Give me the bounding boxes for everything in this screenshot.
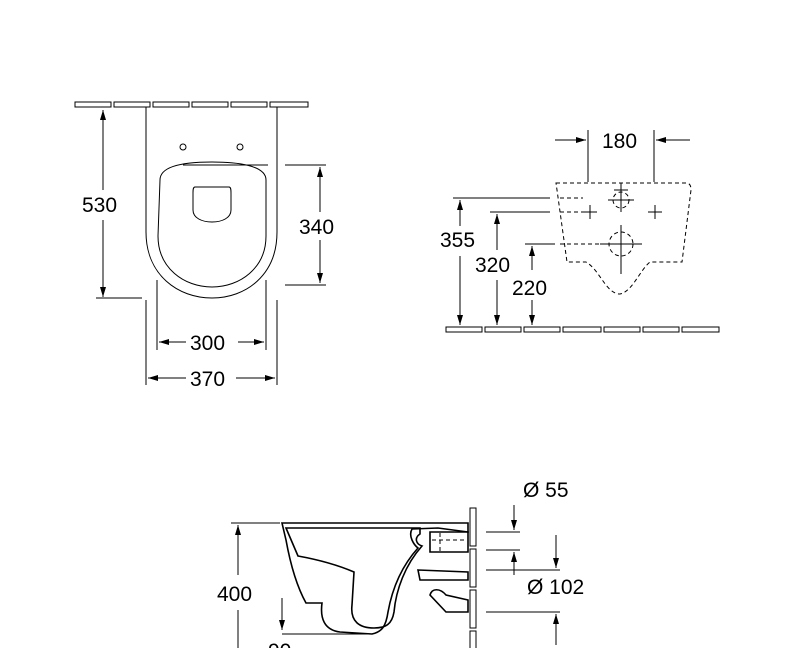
dim-340: 340: [299, 216, 334, 239]
bowl-profile-inner: [284, 527, 424, 629]
wall-tiles-top: [74, 101, 309, 108]
dim-220: 220: [512, 277, 547, 300]
dim-diameter-102: Ø 102: [527, 576, 584, 599]
bowl-opening: [192, 186, 232, 223]
hinge-hole-left: [179, 143, 187, 151]
side-view: Ø 55 Ø 102 400 90: [217, 479, 584, 648]
rear-outline: [555, 182, 692, 295]
dim-530: 530: [82, 194, 117, 217]
dim-320: 320: [475, 254, 510, 277]
dim-355: 355: [440, 229, 475, 252]
hinge-hole-right: [236, 143, 244, 151]
rear-view: 180 355 320 220: [440, 130, 720, 333]
floor-tiles: [445, 326, 720, 333]
toilet-outline-top: [145, 107, 278, 299]
waste-outlet: [429, 588, 469, 613]
seat-ring: [157, 161, 267, 288]
dim-300: 300: [190, 332, 225, 355]
dim-370: 370: [190, 368, 225, 391]
dim-diameter-55: Ø 55: [523, 479, 569, 502]
dim-180: 180: [602, 130, 637, 153]
top-view: 530 340 300 370: [74, 101, 334, 391]
fixing-points: [560, 183, 662, 274]
dim-90: 90: [268, 640, 291, 648]
dim-400: 400: [217, 583, 252, 606]
wall-tiles-side: [469, 507, 477, 648]
